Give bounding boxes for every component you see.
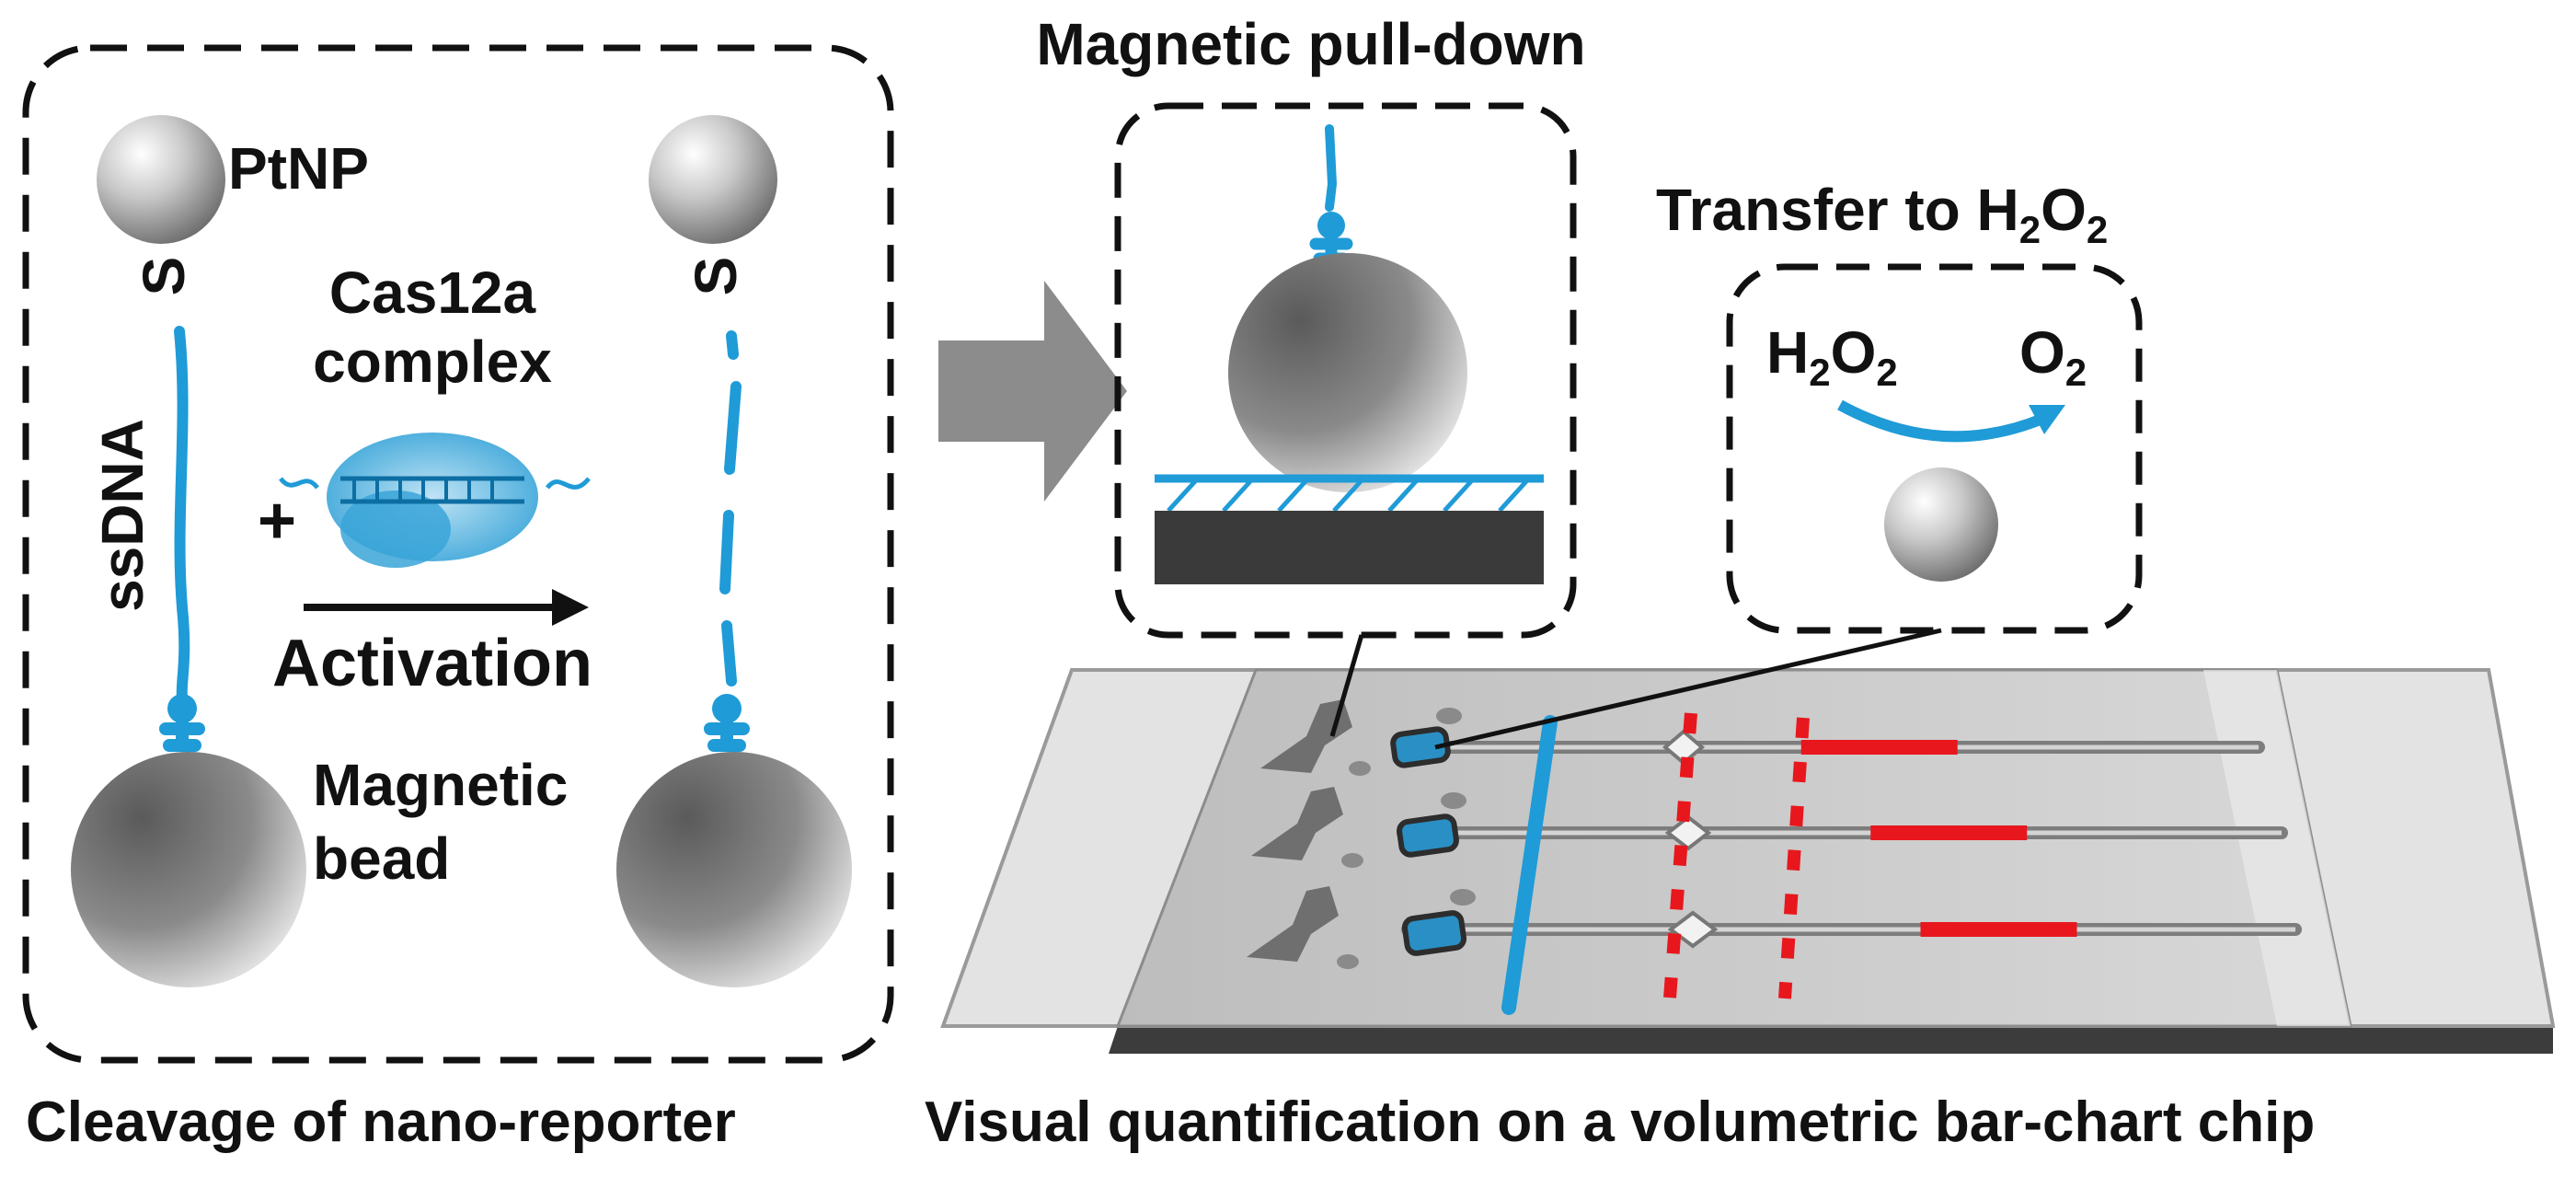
transfer-title: Transfer to H2O2 <box>1656 177 2108 251</box>
magnetic-bead-icon <box>616 752 852 987</box>
inlet-reservoirs <box>1247 699 1352 962</box>
transfer-panel: Transfer to H2O2 H2O2 O2 <box>1656 177 2143 634</box>
ssdna-fragment-1 <box>726 330 739 360</box>
transfer-callout-line <box>1434 628 1942 750</box>
curved-arrow-icon <box>1837 399 2045 443</box>
pulldown-dashed-frame <box>1114 102 1577 639</box>
sphere-icon <box>97 115 225 244</box>
product-label: O2 <box>2019 319 2087 394</box>
curved-arrowhead <box>2029 405 2065 434</box>
cleavage-panel: PtNP S ssDNA Magnetic bead + Cas12a comp… <box>22 44 894 1154</box>
surface-probes <box>1167 479 1529 513</box>
cleavage-dashed-frame <box>22 44 894 1064</box>
transfer-dashed-frame <box>1726 263 2143 634</box>
junction-diamonds <box>1662 729 1719 949</box>
ssdna-fragment-3 <box>719 510 734 594</box>
red-readout-bar <box>1800 740 1958 755</box>
cas12a-complex-icon <box>279 433 591 568</box>
plus-sign: + <box>258 484 296 558</box>
biotin-linker-icon <box>159 694 205 752</box>
chip-side-strip <box>2203 670 2351 1026</box>
blue-loading-channel <box>1501 715 1558 1015</box>
sphere-icon <box>649 115 777 244</box>
reactant-label: H2O2 <box>1766 319 1898 394</box>
vent-dots <box>1337 708 1476 969</box>
right-arrow-icon <box>938 281 1127 502</box>
cas12a-label-line2: complex <box>313 329 552 395</box>
sphere-icon <box>1884 467 1998 582</box>
magnet-block <box>1155 511 1544 584</box>
biotin-linker-icon <box>704 694 750 752</box>
bar-chart-chip <box>940 628 2556 1054</box>
sample-wells <box>1390 726 1467 956</box>
pulldown-callout-line <box>1329 634 1364 737</box>
chip-caption: Visual quantification on a volumetric ba… <box>925 1090 2315 1154</box>
cleaved-reporter: S <box>616 115 852 987</box>
ssdna-fragment-4 <box>721 620 737 687</box>
sulfur-label: S <box>131 257 197 296</box>
cleavage-caption: Cleavage of nano-reporter <box>26 1090 736 1154</box>
cas12a-label-line1: Cas12a <box>329 260 536 326</box>
chip-base-layer <box>1109 1026 2553 1054</box>
activation-label: Activation <box>272 627 592 700</box>
intact-reporter: PtNP S ssDNA Magnetic bead <box>71 115 568 987</box>
red-readout-bar <box>1870 825 2028 840</box>
ssdna-label: ssDNA <box>89 419 155 612</box>
ssdna-strand <box>174 326 190 705</box>
pulldown-title: Magnetic pull-down <box>1036 11 1585 77</box>
captured-strand <box>1325 124 1338 212</box>
red-readout-bar <box>1920 922 2077 937</box>
red-dashed-lines <box>1663 712 1810 999</box>
bead-label-line1: Magnetic <box>313 752 568 818</box>
magnetic-bead-icon <box>1228 253 1467 492</box>
pulldown-panel: Magnetic pull-down <box>1036 11 1586 639</box>
red-readout-bars <box>1800 740 2077 937</box>
sulfur-label-cleaved: S <box>683 257 749 296</box>
activation-arrowhead <box>552 589 589 626</box>
biotin-linker-icon <box>1309 212 1353 265</box>
ptnp-label: PtNP <box>228 135 369 202</box>
cas12a-complex: Cas12a complex Activation <box>272 260 592 700</box>
magnetic-bead-icon <box>71 752 306 987</box>
ssdna-fragment-2 <box>724 381 742 475</box>
bead-label-line2: bead <box>313 825 450 892</box>
